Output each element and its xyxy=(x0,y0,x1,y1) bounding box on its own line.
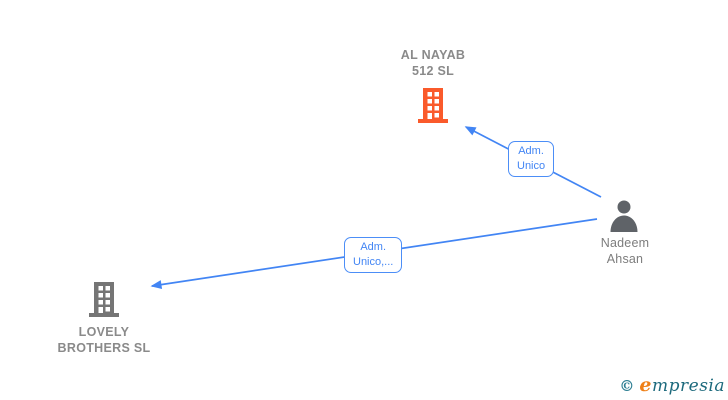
empresia-watermark: © empresia xyxy=(619,374,725,396)
company-label-line: 512 SL xyxy=(411,64,455,78)
building-icon[interactable] xyxy=(87,282,121,318)
building-icon[interactable] xyxy=(417,88,449,124)
copyright-icon: © xyxy=(619,377,635,395)
person-label-nadeem-ahsan: Nadeem Ahsan xyxy=(570,235,680,267)
person-node-nadeem-ahsan[interactable] xyxy=(607,200,641,232)
brand-rest: mpresia xyxy=(652,376,725,396)
edge-label-adm-unico[interactable]: Adm. Unico xyxy=(508,141,555,177)
company-node-al-nayab[interactable] xyxy=(417,88,449,124)
person-label-line: Nadeem xyxy=(600,236,650,250)
edge-label-line: Unico xyxy=(517,160,546,172)
company-label-line: LOVELY xyxy=(78,325,130,339)
edge-label-line: Unico,... xyxy=(353,256,394,268)
person-icon[interactable] xyxy=(607,200,641,232)
company-node-lovely-brothers[interactable] xyxy=(87,282,121,318)
company-label-lovely-brothers: LOVELY BROTHERS SL xyxy=(29,324,179,356)
person-label-line: Ahsan xyxy=(606,252,644,266)
edge-label-line: Adm. xyxy=(518,145,544,157)
company-label-line: BROTHERS SL xyxy=(57,341,151,355)
company-label-line: AL NAYAB xyxy=(400,48,466,62)
edge-label-adm-unico-etc[interactable]: Adm. Unico,... xyxy=(344,237,403,273)
edge-label-line: Adm. xyxy=(360,241,387,253)
brand-initial: e xyxy=(639,374,652,396)
brand-logo: empresia xyxy=(639,374,725,396)
company-label-al-nayab: AL NAYAB 512 SL xyxy=(373,47,493,79)
